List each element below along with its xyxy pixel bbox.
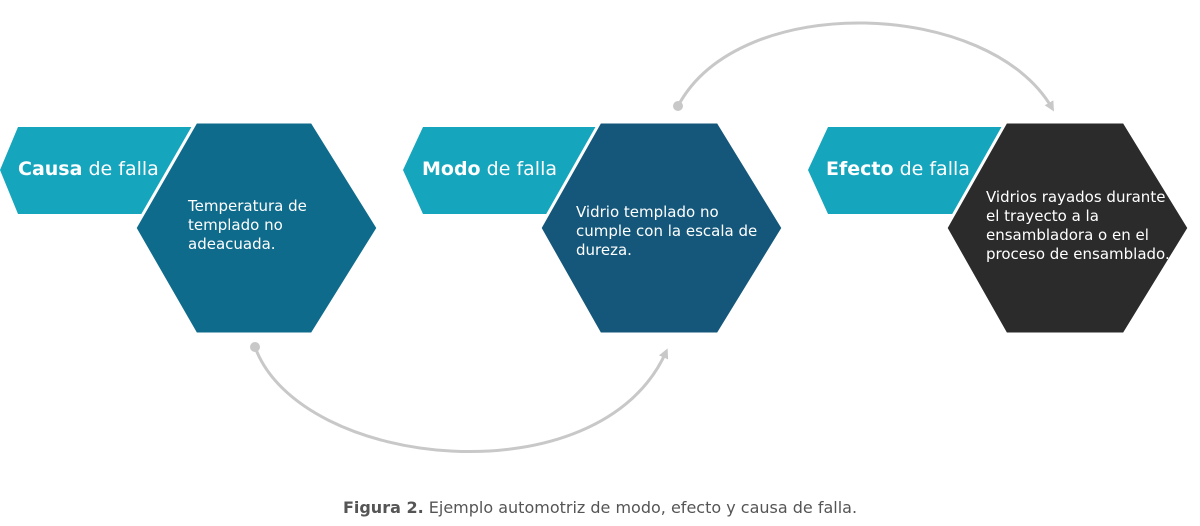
- stage-title-bold: Modo: [422, 158, 481, 180]
- stage-title-bold: Efecto: [826, 158, 894, 180]
- stage-title-rest: de falla: [893, 158, 970, 180]
- hexagon-modo: [538, 120, 785, 336]
- stage-title-efecto: Efecto de falla: [826, 158, 970, 180]
- arc-modo-to-efecto: [676, 21, 1054, 112]
- stage-title-rest: de falla: [82, 158, 159, 180]
- stage-efecto: [808, 120, 1191, 336]
- stage-modo: [403, 120, 785, 336]
- arc-start-dot-modo: [673, 101, 683, 111]
- figure-caption: Figura 2. Ejemplo automotriz de modo, ef…: [0, 498, 1200, 517]
- hexagon-causa: [133, 120, 380, 336]
- tab-causa: [0, 127, 205, 214]
- stage-title-causa: Causa de falla: [18, 158, 159, 180]
- stage-causa: [0, 120, 380, 336]
- stage-title-rest: de falla: [480, 158, 557, 180]
- hexagon-efecto: [944, 120, 1191, 336]
- arc-causa-to-modo: [253, 346, 669, 453]
- tab-efecto: [808, 127, 1012, 214]
- figure-label: Figura 2.: [342, 498, 424, 517]
- stage-description-modo: Vidrio templado no cumple con la escala …: [576, 203, 758, 259]
- stage-title-modo: Modo de falla: [422, 158, 557, 180]
- stage-description-causa: Temperatura de templado no adeacuada.: [188, 197, 307, 253]
- stage-title-bold: Causa: [18, 158, 83, 180]
- arc-start-dot-causa: [250, 342, 260, 352]
- stage-description-efecto: Vidrios rayados durante el trayecto a la…: [986, 188, 1170, 263]
- tab-modo: [403, 127, 608, 214]
- figure-caption-text: Ejemplo automotriz de modo, efecto y cau…: [423, 498, 858, 517]
